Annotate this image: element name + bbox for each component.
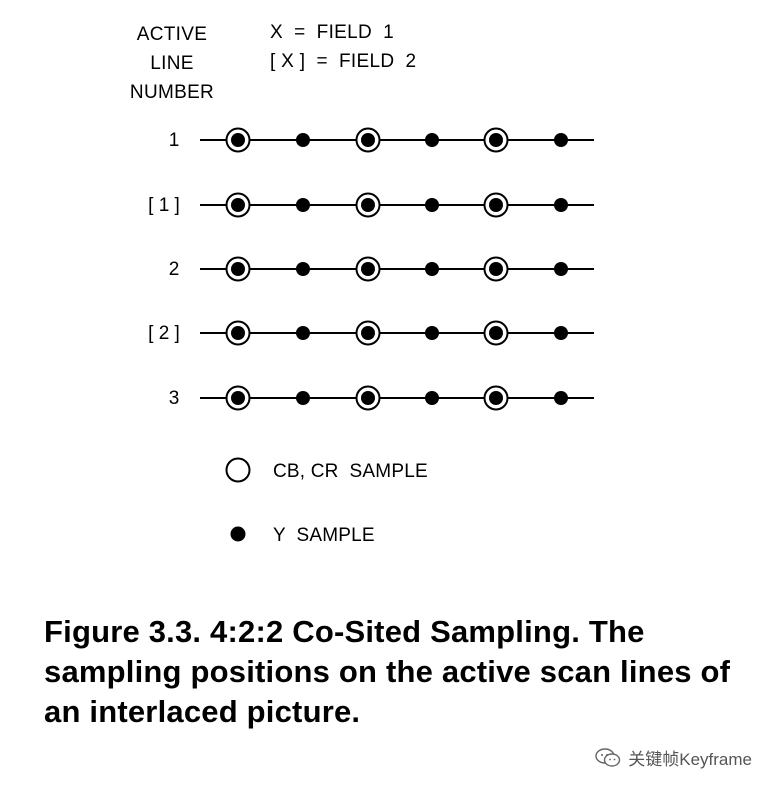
figure-caption: Figure 3.3. 4:2:2 Co-Sited Sampling. The… bbox=[44, 614, 731, 729]
luma-sample-dot bbox=[361, 262, 375, 276]
luma-sample-dot bbox=[361, 391, 375, 405]
luma-sample-dot bbox=[554, 391, 568, 405]
wechat-icon bbox=[594, 747, 622, 769]
luma-sample-dot bbox=[425, 198, 439, 212]
heading-line: ACTIVE bbox=[136, 24, 208, 45]
row-label: 1 bbox=[168, 130, 180, 151]
luma-sample-dot bbox=[296, 262, 310, 276]
sampling-diagram bbox=[200, 127, 594, 542]
luma-sample-dot bbox=[425, 326, 439, 340]
luma-sample-dot bbox=[489, 391, 503, 405]
luma-sample-dot bbox=[554, 326, 568, 340]
luma-sample-dot bbox=[554, 133, 568, 147]
luma-sample-dot bbox=[425, 262, 439, 276]
active-line-number-heading: ACTIVE LINE NUMBER bbox=[112, 20, 232, 107]
luma-sample-dot bbox=[296, 326, 310, 340]
luma-sample-dot bbox=[361, 326, 375, 340]
luma-sample-dot bbox=[554, 262, 568, 276]
heading-line: NUMBER bbox=[129, 82, 215, 103]
luma-sample-dot bbox=[425, 133, 439, 147]
luma-sample-dot bbox=[425, 391, 439, 405]
legend-chroma-symbol bbox=[225, 457, 251, 483]
luma-sample-dot bbox=[489, 133, 503, 147]
heading-line: LINE bbox=[150, 53, 194, 74]
luma-sample-dot bbox=[361, 133, 375, 147]
legend-chroma-label: CB, CR SAMPLE bbox=[273, 461, 428, 482]
luma-sample-dot bbox=[554, 198, 568, 212]
luma-sample-dot bbox=[231, 391, 245, 405]
row-label: [ 1 ] bbox=[148, 195, 180, 216]
luma-sample-dot bbox=[231, 198, 245, 212]
luma-sample-dot bbox=[231, 133, 245, 147]
luma-sample-dot bbox=[296, 391, 310, 405]
row-label: 3 bbox=[168, 388, 180, 409]
luma-sample-dot bbox=[361, 198, 375, 212]
luma-sample-dot bbox=[231, 262, 245, 276]
row-label: [ 2 ] bbox=[148, 323, 180, 344]
luma-sample-dot bbox=[489, 198, 503, 212]
watermark: 关键帧Keyframe bbox=[594, 745, 752, 770]
legend-luma-label: Y SAMPLE bbox=[273, 525, 375, 546]
field-key: X = FIELD 1 [ X ] = FIELD 2 bbox=[270, 18, 416, 76]
field-2-key: [ X ] = FIELD 2 bbox=[270, 51, 417, 72]
watermark-text: 关键帧Keyframe bbox=[628, 750, 752, 769]
field-1-key: X = FIELD 1 bbox=[270, 22, 395, 43]
luma-sample-dot bbox=[489, 326, 503, 340]
luma-sample-dot bbox=[296, 198, 310, 212]
luma-sample-dot bbox=[296, 133, 310, 147]
legend-luma-symbol bbox=[230, 526, 246, 542]
luma-sample-dot bbox=[231, 326, 245, 340]
row-label: 2 bbox=[168, 259, 180, 280]
luma-sample-dot bbox=[489, 262, 503, 276]
